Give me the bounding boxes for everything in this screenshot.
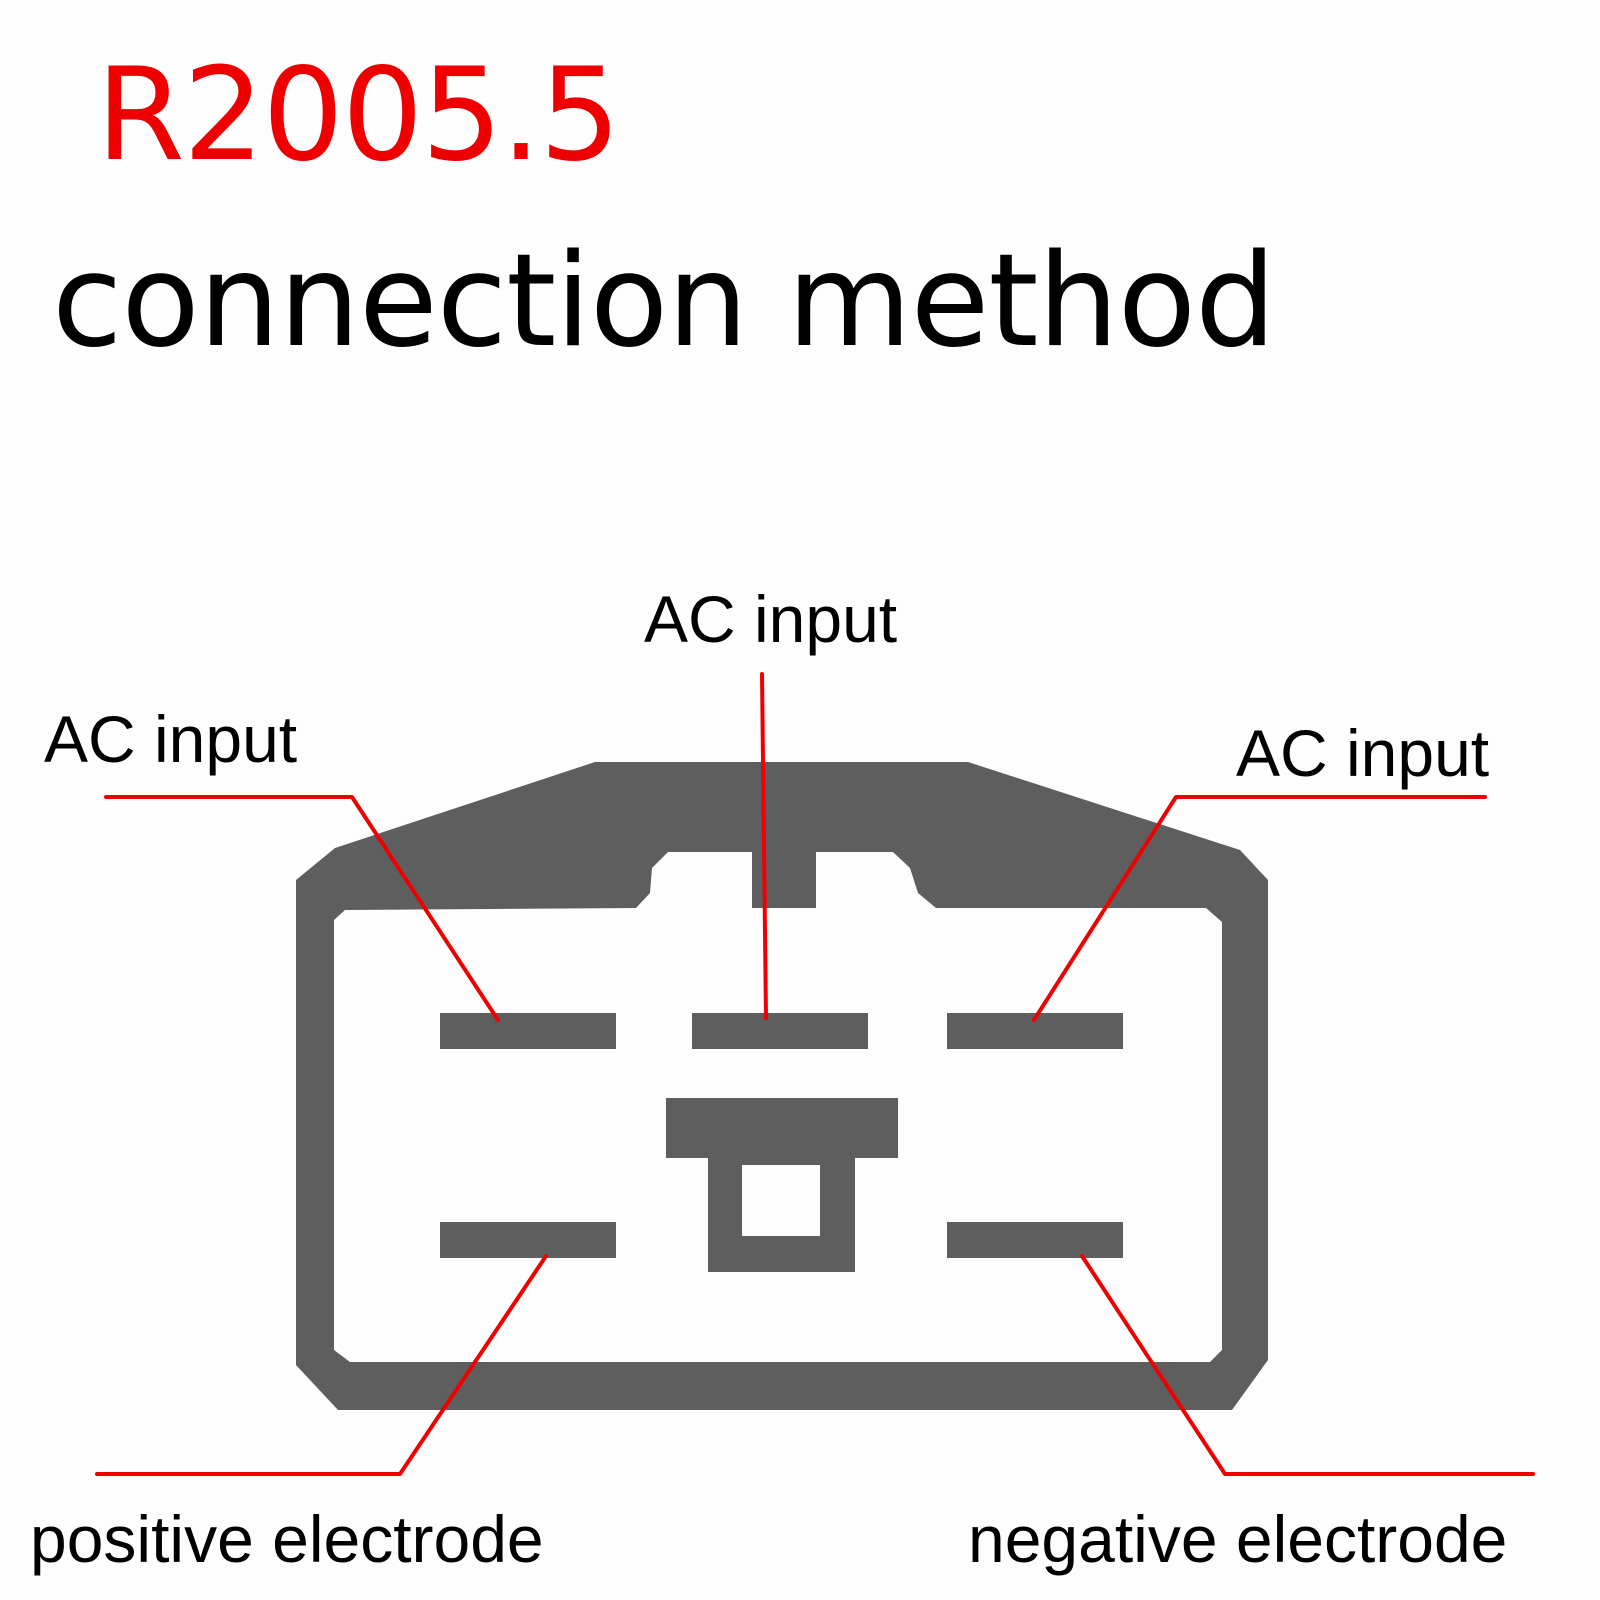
latch-key xyxy=(666,1098,898,1272)
pin-ac-left xyxy=(440,1013,616,1049)
pin-positive xyxy=(440,1222,616,1258)
leader-ac-top xyxy=(760,672,768,1020)
leader-ac-left xyxy=(104,795,500,1022)
leader-ac-right xyxy=(1032,795,1487,1022)
pin-ac-center xyxy=(692,1013,868,1049)
label-ac-input-right: AC input xyxy=(1236,716,1490,790)
label-ac-input-left: AC input xyxy=(44,702,298,776)
label-negative-electrode: negative electrode xyxy=(968,1502,1508,1576)
pin-negative xyxy=(947,1222,1123,1258)
leader-positive xyxy=(95,1254,548,1476)
label-ac-input-top: AC input xyxy=(644,582,898,656)
model-number: R2005.5 xyxy=(96,41,621,190)
leader-negative xyxy=(1080,1254,1535,1476)
diagram-title: connection method xyxy=(52,227,1276,376)
connector-housing xyxy=(296,762,1268,1410)
label-positive-electrode: positive electrode xyxy=(30,1502,544,1576)
